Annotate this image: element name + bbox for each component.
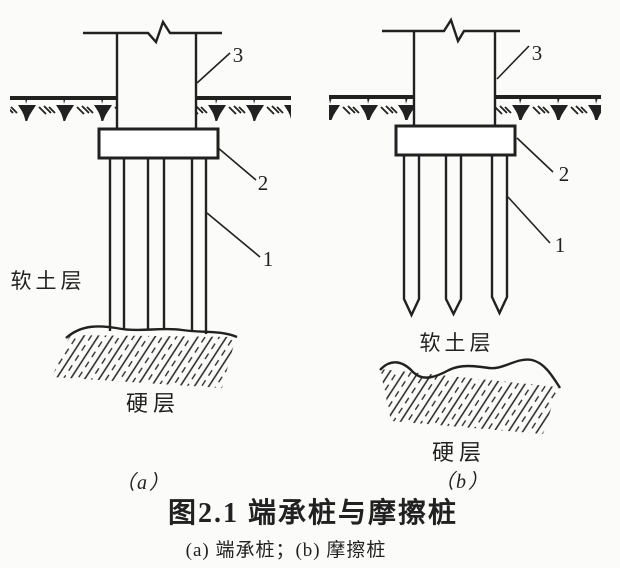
- callout-cap: 2: [516, 137, 570, 186]
- hard-layer-boundary: [65, 325, 238, 339]
- callout-label: 2: [559, 162, 570, 186]
- leader-line: [516, 137, 554, 173]
- pile-cap: [394, 124, 517, 157]
- leader-line: [216, 146, 257, 181]
- hard-layer-label: 硬层: [126, 391, 180, 416]
- ground-surface-left: [329, 95, 414, 120]
- leader-line: [196, 52, 231, 84]
- callout-column: 3: [496, 41, 543, 80]
- diagram-a: 3 2 1 软土层 硬层 （a）: [10, 19, 291, 494]
- figure-caption-subtitle: (a) 端承桩；(b) 摩擦桩: [186, 539, 387, 561]
- callout-label: 3: [532, 41, 543, 65]
- diagram-b: 3 2 1 软土层 硬层 （b）: [329, 17, 601, 493]
- callout-label: 1: [555, 233, 566, 257]
- leader-line: [496, 45, 530, 80]
- pointed-pile: [444, 155, 463, 317]
- pointed-pile: [490, 155, 509, 316]
- hard-layer-label: 硬层: [432, 440, 486, 465]
- pile-cap: [97, 127, 220, 160]
- hard-layer-hatch: [380, 369, 558, 434]
- subfig-label-a: （a）: [115, 471, 171, 494]
- ground-surface-right: [495, 95, 601, 120]
- callout-cap: 2: [216, 146, 269, 195]
- column-break-line: [83, 19, 222, 45]
- subfig-label-b: （b）: [434, 470, 490, 493]
- callout-pile: 1: [507, 196, 566, 257]
- column-break-line: [382, 17, 520, 44]
- hard-layer-boundary: [379, 358, 562, 389]
- leader-line: [206, 212, 261, 258]
- pile-group: [402, 155, 509, 318]
- soft-layer-label: 软土层: [420, 331, 495, 355]
- figure-caption-title: 图2.1 端承桩与摩擦桩: [168, 496, 458, 529]
- soft-layer-label: 软土层: [11, 269, 86, 293]
- hard-layer-hatch: [52, 335, 236, 388]
- callout-label: 2: [258, 171, 269, 195]
- callout-label: 3: [233, 43, 244, 67]
- callout-label: 1: [263, 247, 274, 271]
- leader-line: [507, 196, 551, 244]
- callout-pile: 1: [206, 212, 274, 271]
- ground-surface-right: [196, 96, 291, 121]
- pointed-pile: [402, 155, 421, 318]
- pile-group: [108, 158, 208, 334]
- callout-column: 3: [196, 43, 244, 84]
- ground-surface-left: [10, 96, 117, 121]
